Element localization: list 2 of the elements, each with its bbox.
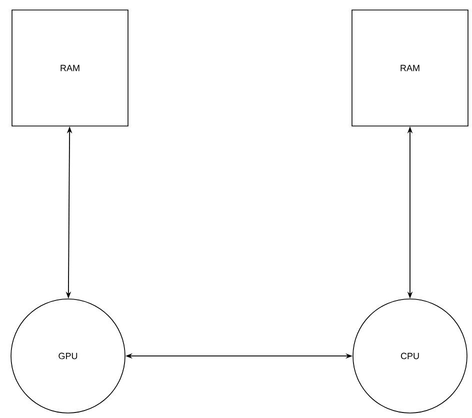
ram-box: RAM — [352, 10, 468, 126]
ram-box: RAM — [12, 10, 128, 126]
